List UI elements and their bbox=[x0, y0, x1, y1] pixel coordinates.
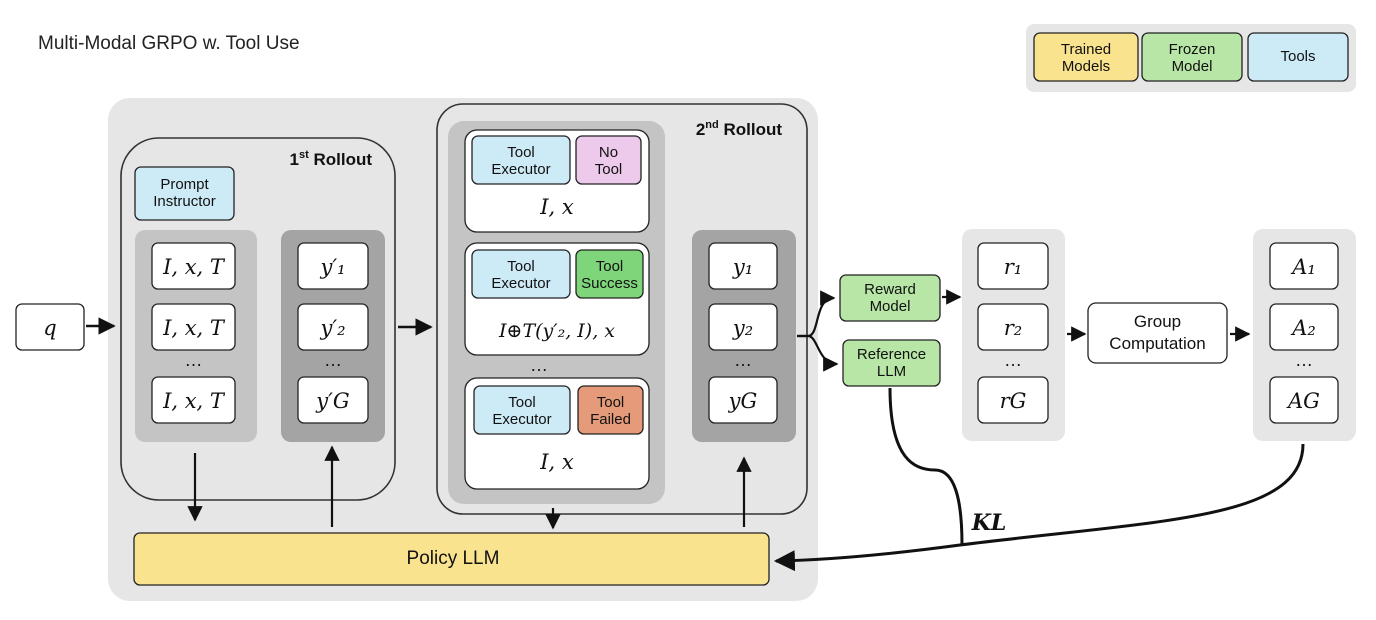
query-box bbox=[15, 303, 85, 351]
tool-executor-box bbox=[473, 385, 571, 435]
reward-model-box bbox=[839, 274, 941, 322]
no-tool-input-text: I, x bbox=[539, 195, 574, 219]
advantages-to-policy-arrow bbox=[773, 443, 1305, 572]
first-output-text: y′₁ bbox=[319, 255, 345, 279]
legend-tools-swatch bbox=[1247, 32, 1349, 82]
second-reward-text: r₂ bbox=[1004, 316, 1022, 340]
no-tool-status-box bbox=[575, 135, 642, 185]
second-output-text: y′₂ bbox=[319, 316, 345, 340]
outputs-ellipsis: … bbox=[324, 350, 342, 370]
reference-llm-box bbox=[842, 339, 941, 387]
second-reward-box bbox=[977, 303, 1049, 351]
final-first-output-text: y₁ bbox=[732, 255, 753, 279]
last-output-text: y′G bbox=[315, 389, 349, 413]
final-last-output-text: yG bbox=[728, 389, 758, 413]
second-advantage-text: A₂ bbox=[1290, 316, 1316, 340]
policy-llm-label: Policy LLM bbox=[407, 548, 500, 569]
first-output-box bbox=[297, 242, 369, 290]
advantages-ellipsis: … bbox=[1295, 350, 1313, 370]
second-rollout-frame bbox=[436, 103, 808, 515]
first-advantage-text: A₁ bbox=[1290, 255, 1316, 279]
outputs-to-reference-arrow bbox=[797, 334, 839, 372]
last-advantage-box bbox=[1269, 376, 1339, 424]
tool-executor-box bbox=[471, 249, 571, 299]
second-input-box bbox=[151, 303, 236, 351]
first-input-text: I, x, T bbox=[162, 255, 226, 279]
group-computation-box bbox=[1087, 302, 1228, 364]
first-rollout-frame bbox=[120, 137, 396, 501]
first-advantage-box bbox=[1269, 242, 1339, 290]
last-reward-text: rG bbox=[1000, 389, 1027, 413]
legend-tools-label: Tools bbox=[1280, 48, 1315, 65]
rewards-ellipsis: … bbox=[1004, 350, 1022, 370]
diagram-title: Multi-Modal GRPO w. Tool Use bbox=[38, 33, 300, 54]
final-second-output-text: y₂ bbox=[732, 316, 753, 340]
kl-divergence-curve bbox=[888, 387, 964, 546]
prompt-instructor-box bbox=[134, 166, 235, 221]
second-advantage-box bbox=[1269, 303, 1339, 351]
second-rollout-title: 2nd Rollout bbox=[696, 119, 783, 139]
first-input-box bbox=[151, 242, 236, 290]
tool-executor-box bbox=[471, 135, 571, 185]
final-second-output-box bbox=[708, 303, 778, 351]
first-rollout-title: 1st Rollout bbox=[289, 149, 372, 169]
policy-llm-box bbox=[133, 532, 770, 586]
final-outputs-ellipsis: … bbox=[734, 350, 752, 370]
last-input-box bbox=[151, 376, 236, 424]
tool-failed-status-box bbox=[577, 385, 644, 435]
query-text: q bbox=[43, 316, 56, 340]
second-output-box bbox=[297, 303, 369, 351]
inputs-ellipsis: … bbox=[185, 350, 203, 370]
legend-frozen-swatch bbox=[1141, 32, 1243, 82]
final-first-output-box bbox=[708, 242, 778, 290]
last-advantage-text: AG bbox=[1286, 389, 1320, 413]
last-output-box bbox=[297, 376, 369, 424]
tool-success-status-box bbox=[575, 249, 644, 299]
cases-ellipsis: … bbox=[530, 355, 548, 375]
first-reward-text: r₁ bbox=[1004, 255, 1022, 279]
legend-trained-swatch bbox=[1033, 32, 1139, 82]
tool-failed-input-text: I, x bbox=[539, 450, 574, 474]
second-input-text: I, x, T bbox=[162, 316, 226, 340]
last-input-text: I, x, T bbox=[162, 389, 226, 413]
last-reward-box bbox=[977, 376, 1049, 424]
first-reward-box bbox=[977, 242, 1049, 290]
tool-success-input-text: I⊕T(y′₂, I), x bbox=[498, 320, 615, 342]
final-last-output-box bbox=[708, 376, 778, 424]
kl-label: KL bbox=[971, 510, 1007, 536]
